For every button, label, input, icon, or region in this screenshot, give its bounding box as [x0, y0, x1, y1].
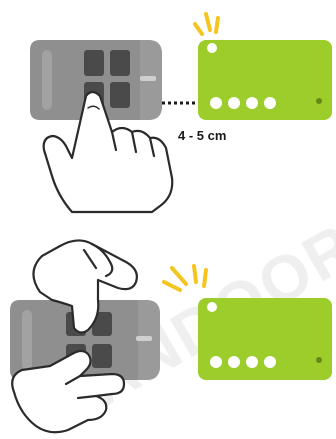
step-1: 4 - 5 cm: [30, 14, 332, 212]
remote-button-2: [110, 50, 130, 76]
distance-label: 4 - 5 cm: [178, 128, 226, 143]
remote-button-4: [92, 344, 112, 368]
receiver-card-icon: [198, 40, 332, 120]
receiver-led: [207, 302, 217, 312]
signal-burst-icon: [195, 14, 218, 34]
remote-button-1: [84, 50, 104, 76]
receiver-card-icon: [198, 298, 332, 380]
remote-button-4: [110, 82, 130, 108]
receiver-led: [207, 43, 217, 53]
